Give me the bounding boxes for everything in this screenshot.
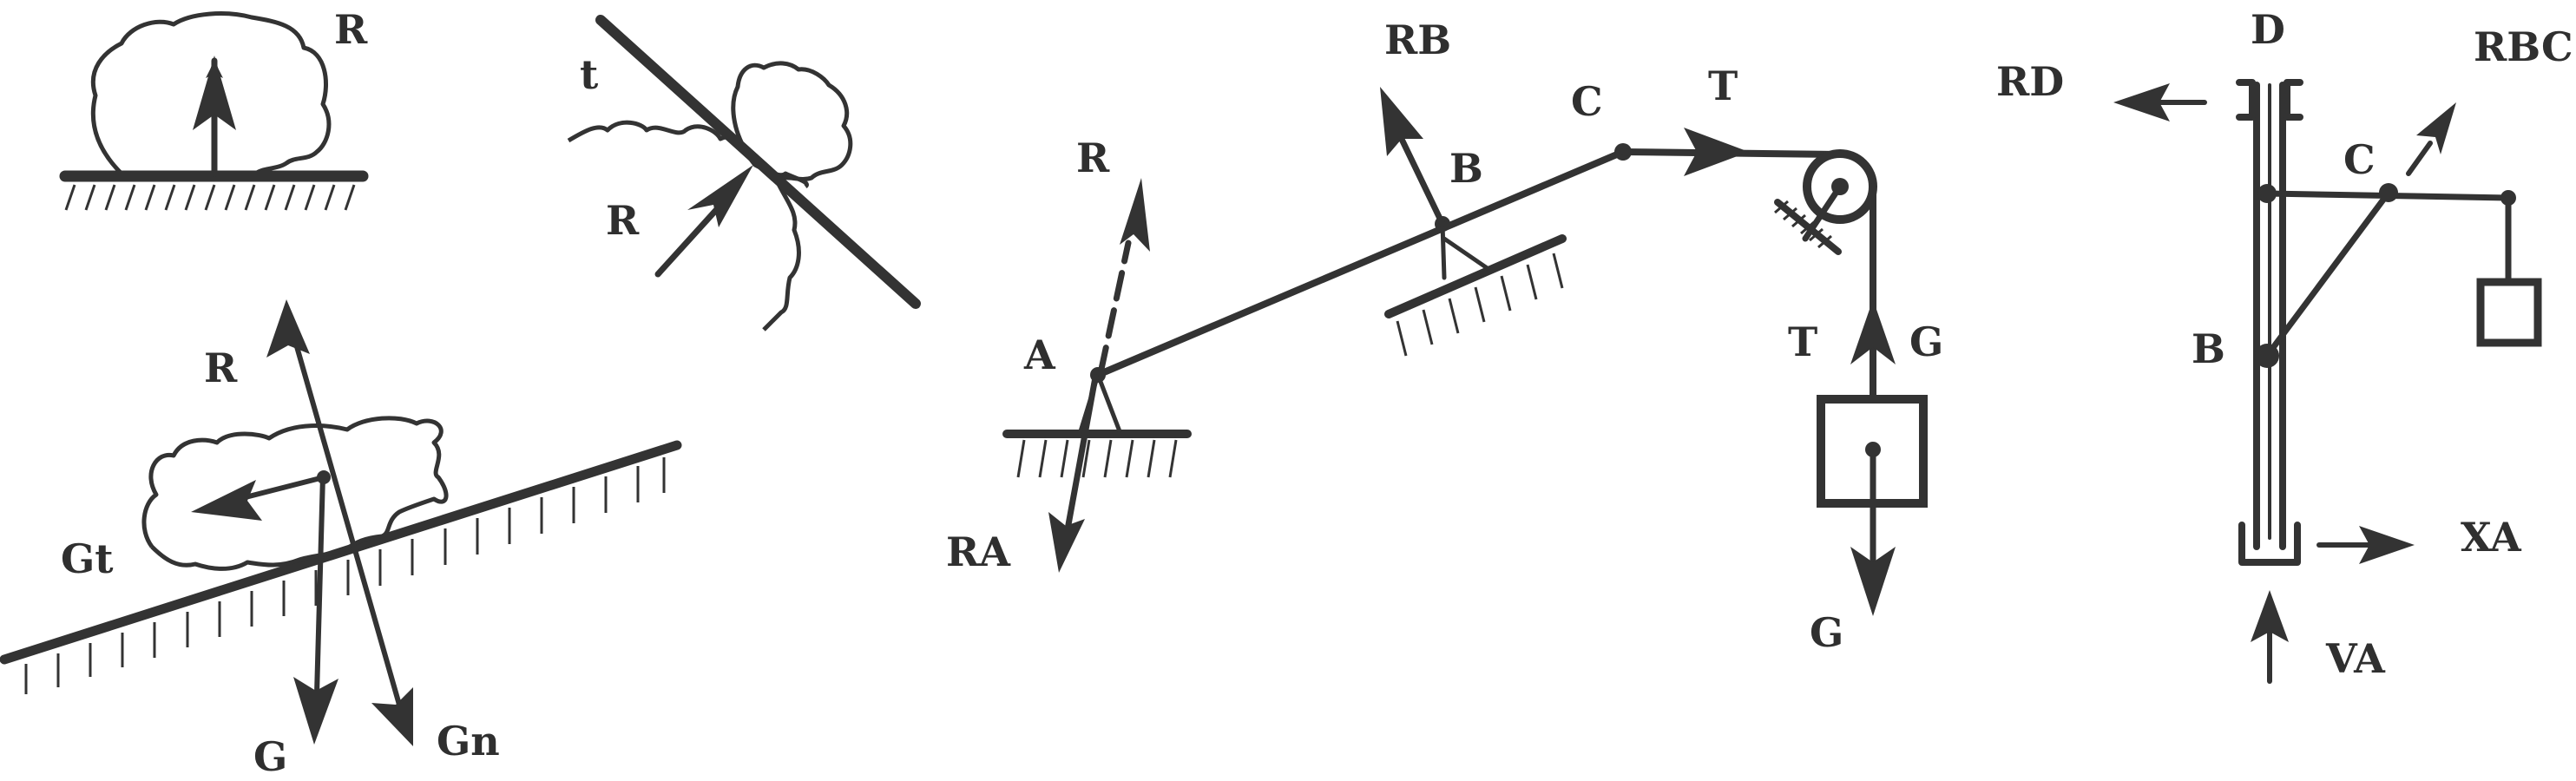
reaction-RBC-line xyxy=(2406,141,2433,176)
bearing-D-left xyxy=(2236,79,2256,121)
body-outline xyxy=(90,11,332,175)
label-G-up: G xyxy=(1909,318,1943,365)
label-B-4: B xyxy=(1449,145,1483,192)
reaction-R-dashed xyxy=(1097,240,1132,377)
support-B-base xyxy=(1384,234,1567,318)
joint-C-5 xyxy=(2379,183,2398,202)
reaction-XA-arrowhead xyxy=(2359,526,2415,564)
socket-A xyxy=(2238,522,2301,566)
reaction-RA-line xyxy=(1064,374,1099,533)
gt-arrowhead xyxy=(191,480,262,521)
bar-AC xyxy=(1094,148,1626,378)
pulley-mount-hatching xyxy=(1774,200,1832,249)
rope-outline xyxy=(567,120,809,189)
label-D: D xyxy=(2251,6,2285,53)
label-B-5: B xyxy=(2192,325,2225,372)
label-G-down: G xyxy=(1810,609,1843,656)
gt-component-line xyxy=(236,475,326,502)
figure-body-on-incline: R Gt G Gn xyxy=(0,299,682,780)
body-outline-3 xyxy=(141,416,449,571)
floor-hatching xyxy=(64,184,356,211)
label-RBC: RBC xyxy=(2474,23,2573,70)
reaction-RB-arrowhead xyxy=(1380,87,1423,156)
label-C-4: C xyxy=(1571,78,1603,125)
label-T-2: T xyxy=(1788,318,1817,365)
gravity-G-arrowhead-4 xyxy=(1850,547,1896,616)
tension-T-up-arrowhead xyxy=(1850,299,1896,364)
gn-arrowhead xyxy=(371,687,413,746)
reaction-R-arrowhead-3 xyxy=(266,299,310,358)
label-VA: VA xyxy=(2325,635,2386,682)
figure-body-on-rod: t R xyxy=(567,15,921,331)
center-of-mass-dot xyxy=(317,470,331,484)
label-C-5: C xyxy=(2343,136,2376,183)
reaction-RD-arrowhead xyxy=(2113,83,2170,121)
label-R-2: R xyxy=(606,197,640,244)
label-XA: XA xyxy=(2461,514,2522,561)
support-B-hatching xyxy=(1396,253,1564,357)
joint-top xyxy=(2257,184,2277,203)
label-A: A xyxy=(1023,331,1056,378)
label-R-3: R xyxy=(204,345,238,391)
reaction-RBC-arrowhead xyxy=(2416,102,2456,154)
label-RA: RA xyxy=(946,528,1011,575)
label-R: R xyxy=(334,6,368,53)
reaction-R-arrowhead-2 xyxy=(687,165,753,227)
label-T: T xyxy=(1708,62,1738,109)
joint-B-5 xyxy=(2255,344,2279,368)
label-t: t xyxy=(580,51,599,98)
strut-BC xyxy=(2264,189,2392,359)
tilted-rod xyxy=(595,15,921,309)
reaction-R-arrowhead xyxy=(193,56,236,130)
figure-body-on-floor: R xyxy=(59,6,369,211)
bearing-D-right xyxy=(2284,79,2303,121)
reaction-VA-arrowhead xyxy=(2251,590,2289,642)
reaction-R-line-3 xyxy=(288,323,402,707)
tension-T-arrowhead xyxy=(1684,128,1749,176)
label-RD: RD xyxy=(1996,58,2064,105)
gravity-G-line xyxy=(314,473,325,697)
gravity-G-arrowhead xyxy=(293,677,338,745)
reaction-R-dashed-arrowhead xyxy=(1120,178,1150,252)
reaction-RA-arrowhead xyxy=(1048,512,1085,573)
body-outline-2 xyxy=(731,61,853,331)
label-Gn: Gn xyxy=(437,718,500,765)
figure-frame-structure: D RD RBC C B XA VA xyxy=(1996,6,2573,684)
label-RB: RB xyxy=(1384,16,1451,63)
support-A-hatching xyxy=(1016,439,1178,478)
label-G-3: G xyxy=(253,733,287,777)
reaction-RB-line xyxy=(1394,127,1446,227)
label-R-4: R xyxy=(1076,135,1110,181)
incline-hatching xyxy=(24,457,666,694)
figure-bar-pulley-system: RB C T R B A RA T G G xyxy=(946,16,1943,656)
hanging-load xyxy=(2476,278,2542,347)
label-Gt: Gt xyxy=(61,535,114,582)
support-B-roller-link xyxy=(1440,221,1491,280)
